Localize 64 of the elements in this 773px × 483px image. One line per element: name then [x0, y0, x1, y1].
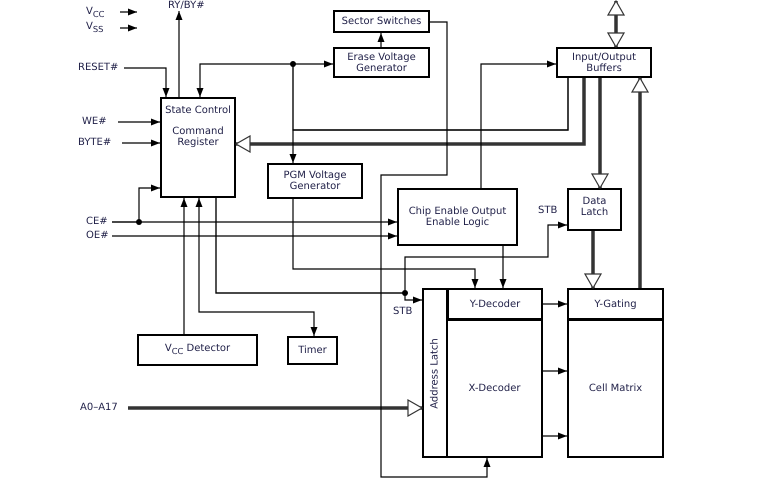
block-label: Command Register	[171, 126, 225, 148]
block-label: Timer	[298, 345, 327, 356]
signal-name: RESET#	[78, 63, 118, 73]
block-label: PGM Voltage Generator	[282, 170, 348, 192]
arrow	[215, 198, 567, 294]
arrow	[480, 60, 556, 188]
signal-name: WE#	[82, 117, 107, 127]
block-label: Erase Voltage Generator	[346, 52, 417, 74]
block-label: Cell Matrix	[588, 383, 642, 394]
arrow	[543, 300, 567, 308]
block-label: Y-Gating	[594, 298, 637, 310]
signal-name: RY/BY#	[168, 0, 205, 10]
block	[447, 288, 543, 320]
block	[567, 188, 622, 231]
arrow	[180, 198, 188, 334]
arrow	[378, 33, 384, 47]
block	[333, 47, 430, 78]
arrow	[120, 24, 137, 32]
bus-arrow	[591, 78, 609, 189]
block	[137, 334, 258, 366]
block	[422, 288, 448, 458]
arrow	[122, 140, 160, 146]
block	[287, 336, 338, 365]
block	[333, 10, 430, 33]
block	[446, 319, 543, 458]
arrow	[112, 232, 397, 240]
arrow	[176, 11, 182, 97]
signal-name: OE#	[86, 231, 109, 241]
arrow	[118, 118, 160, 126]
block-label: State Control	[165, 105, 231, 116]
arrow	[292, 199, 478, 288]
block	[397, 188, 518, 246]
signal-name: CE#	[86, 217, 108, 227]
block	[267, 163, 363, 199]
block-label: V$_{CC}$ Detector	[164, 343, 230, 357]
signal-name: V$_{CC}$	[86, 7, 104, 19]
arrow	[124, 67, 170, 97]
bus-arrow	[631, 77, 649, 288]
block-label: Data Latch	[580, 196, 610, 218]
signal-name: BYTE#	[78, 138, 112, 148]
bus-arrow	[235, 78, 586, 153]
arrow	[543, 432, 567, 440]
block-label: Sector Switches	[342, 16, 422, 27]
arrow	[196, 63, 569, 131]
block-label: Address Latch	[430, 338, 440, 408]
block	[567, 319, 664, 458]
arrow	[500, 246, 506, 288]
block-label: Y-Decoder	[470, 298, 520, 310]
block	[567, 288, 664, 320]
arrow	[543, 368, 567, 374]
block	[160, 97, 236, 198]
arrow	[196, 198, 318, 336]
block-label: Chip Enable Output Enable Logic	[408, 206, 508, 228]
block-label: Input/Output Buffers	[571, 52, 637, 74]
bus-arrow	[128, 399, 423, 417]
block-label: X-Decoder	[468, 383, 521, 394]
bus-arrow	[584, 231, 602, 289]
arrow	[120, 8, 137, 16]
arrow	[112, 218, 397, 226]
arrow	[380, 21, 490, 478]
block	[556, 47, 652, 78]
signal-name: A0–A17	[80, 403, 118, 413]
signal-name: V$_{SS}$	[86, 22, 104, 34]
bus-arrow	[607, 0, 625, 48]
